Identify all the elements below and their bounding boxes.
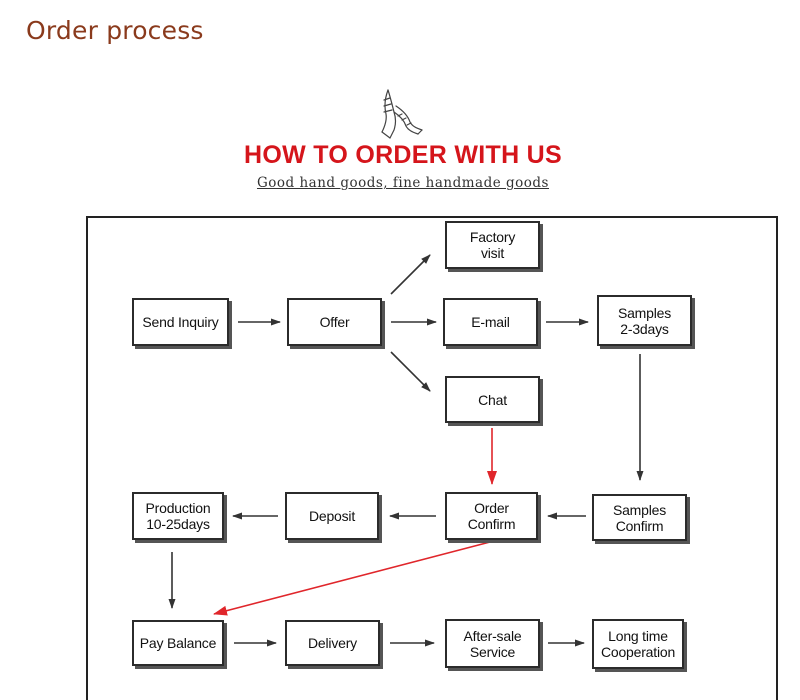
page-title: Order process <box>26 16 204 45</box>
step-samples-confirm: Samples Confirm <box>592 494 687 541</box>
praying-hands-icon <box>381 89 423 139</box>
step-after-sale-service: After-sale Service <box>445 619 540 668</box>
step-factory-visit: Factory visit <box>445 221 540 269</box>
diagram-frame <box>86 216 778 700</box>
subtitle: Good hand goods, fine handmade goods <box>256 175 549 191</box>
step-email: E-mail <box>443 298 538 346</box>
step-offer: Offer <box>287 298 382 346</box>
step-production: Production 10-25days <box>132 492 224 540</box>
step-send-inquiry: Send Inquiry <box>132 298 229 346</box>
step-order-confirm: Order Confirm <box>445 492 538 540</box>
step-chat: Chat <box>445 376 540 423</box>
step-samples: Samples 2-3days <box>597 295 692 346</box>
step-deposit: Deposit <box>285 492 379 540</box>
step-pay-balance: Pay Balance <box>132 620 224 666</box>
step-delivery: Delivery <box>285 620 380 666</box>
headline: HOW TO ORDER WITH US <box>243 141 563 169</box>
step-long-time-cooperation: Long time Cooperation <box>592 619 684 669</box>
